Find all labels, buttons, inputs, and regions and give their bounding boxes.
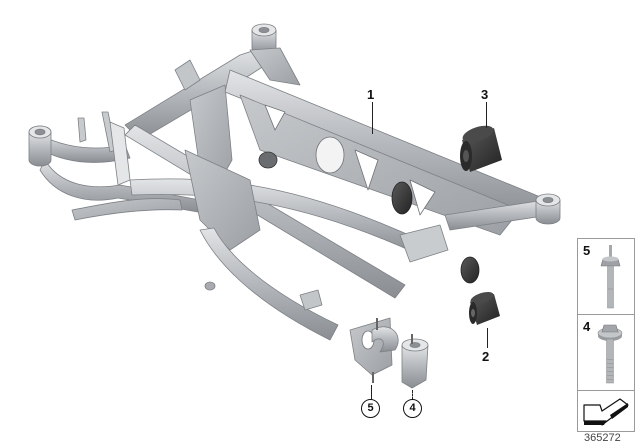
callout-3[interactable]: 3: [481, 87, 489, 102]
callout-4[interactable]: 4: [403, 399, 422, 418]
callout-1[interactable]: 1: [367, 87, 375, 102]
legend-item-4[interactable]: 4: [577, 314, 635, 392]
leader-line-4: [412, 390, 413, 400]
leader-line-3: [486, 102, 487, 128]
leader-line-1: [372, 102, 373, 134]
callout-2[interactable]: 2: [482, 349, 490, 364]
hex-bolt-icon: [597, 324, 623, 384]
leader-line-5: [371, 385, 372, 399]
legend-label-5: 5: [583, 243, 591, 258]
callout-5[interactable]: 5: [361, 399, 380, 418]
legend-item-direction[interactable]: [577, 390, 635, 432]
arrow-direction-icon: [583, 398, 629, 426]
leader-line-2: [487, 328, 488, 348]
bushing-small-part-2: [469, 291, 500, 325]
document-number: 365272: [584, 432, 621, 444]
legend-item-5[interactable]: 5: [577, 238, 635, 316]
bushing-large-part-3: [460, 125, 502, 172]
legend-label-4: 4: [583, 319, 591, 334]
stud-bolt-icon: [600, 245, 621, 309]
rear-axle-carrier: [28, 23, 561, 389]
